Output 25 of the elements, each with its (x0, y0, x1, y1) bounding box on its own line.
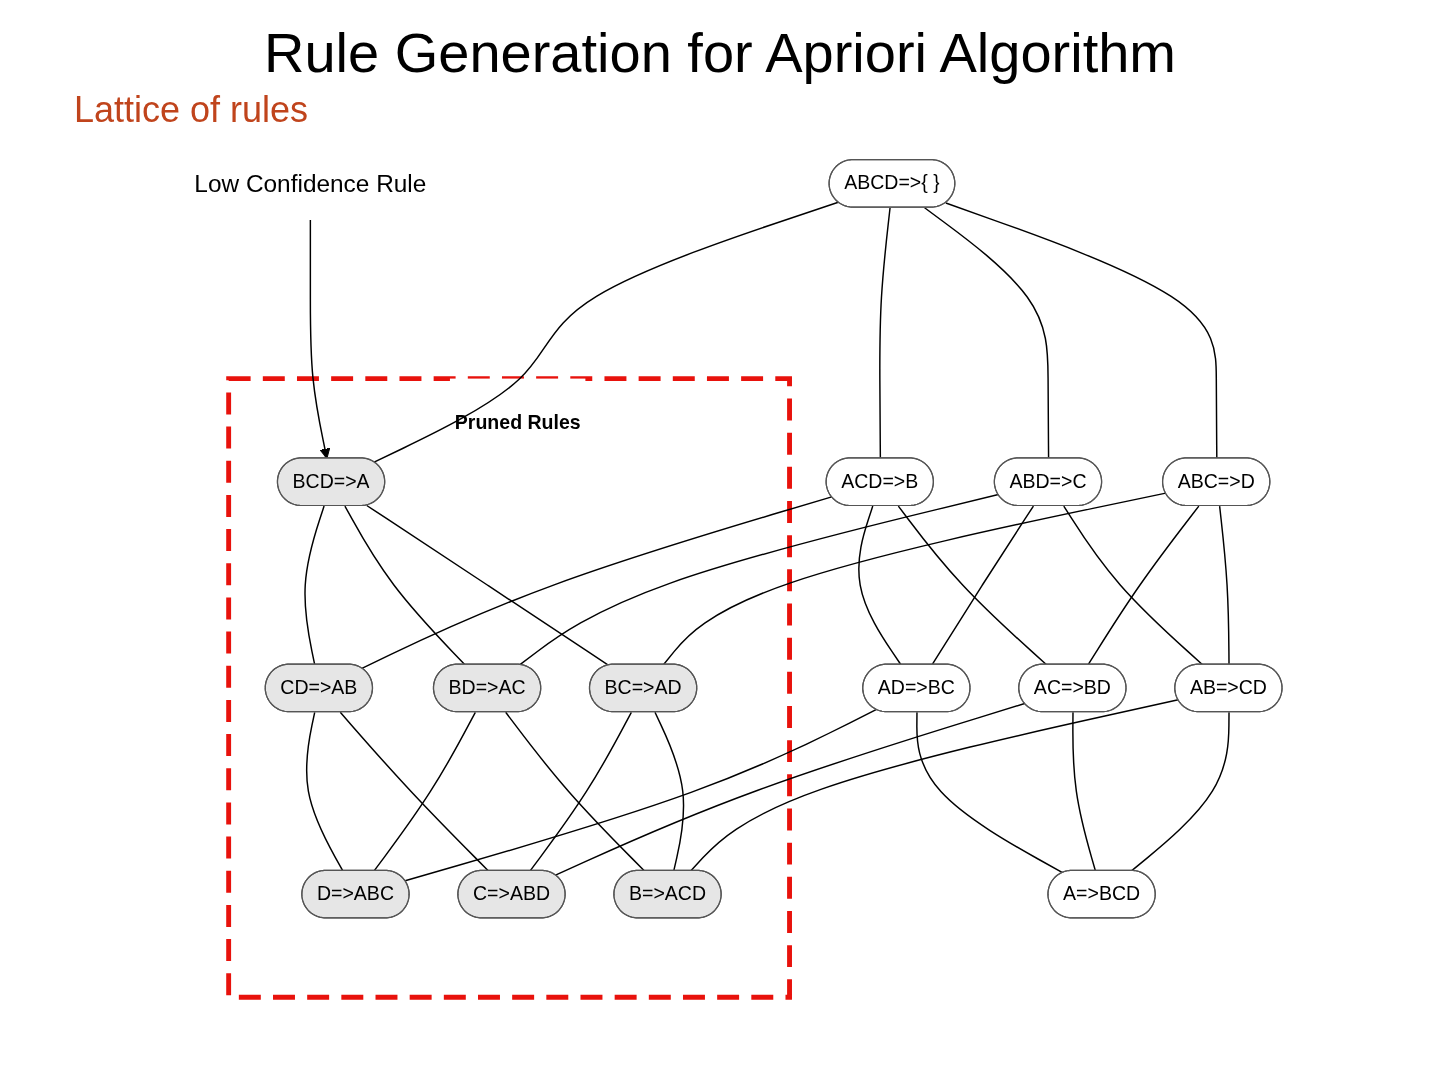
connector (366, 504, 610, 667)
connector (690, 699, 1180, 872)
connector (858, 505, 902, 666)
connector (305, 711, 344, 872)
connector (1087, 505, 1200, 666)
arrow (309, 219, 331, 459)
subtitle: Lattice of rules (74, 89, 309, 131)
connector (1072, 711, 1097, 872)
connector (304, 505, 325, 666)
connector (373, 711, 477, 872)
connector (344, 505, 466, 666)
connector (916, 711, 1064, 874)
connector (897, 505, 1048, 666)
connector (361, 496, 833, 670)
node-text: Low Confidence Rule (194, 169, 427, 197)
connector (339, 711, 490, 872)
title: Rule Generation for Apriori Algorithm (263, 20, 1177, 85)
connector (931, 505, 1035, 666)
connector (1130, 711, 1230, 872)
connector (529, 711, 633, 872)
connector (505, 711, 646, 872)
connector (654, 711, 685, 872)
connector (1219, 505, 1230, 666)
connector (404, 708, 877, 882)
connector (1063, 505, 1204, 666)
